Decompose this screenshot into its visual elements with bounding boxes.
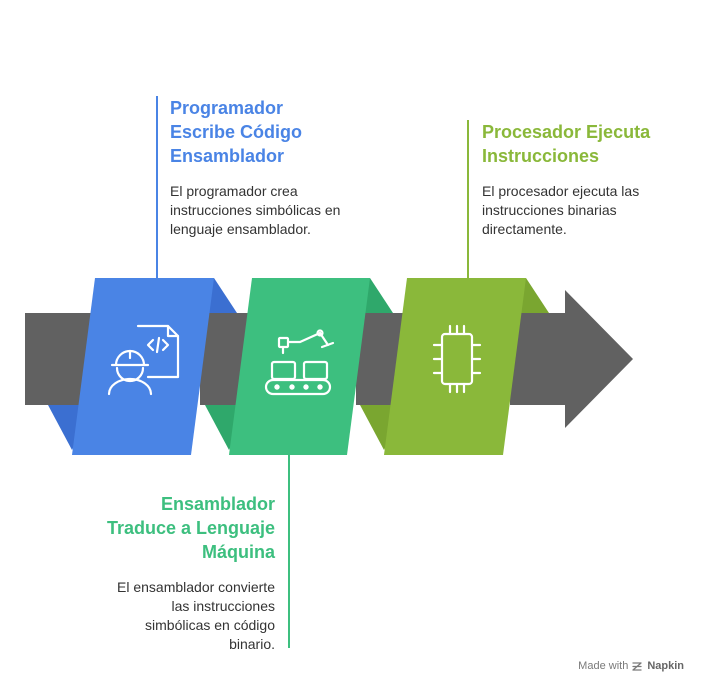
step-1-title-line: Programador — [170, 98, 284, 118]
step-1-description: El programador crea instrucciones simból… — [170, 182, 380, 239]
arrow-head — [510, 290, 633, 428]
step-1-title-line: Escribe Código — [170, 122, 303, 142]
step-2-title-line: Traduce a Lenguaje — [106, 518, 275, 538]
step-card-assembler — [205, 278, 393, 455]
step-3-desc-line: El procesador ejecuta las — [482, 183, 640, 199]
step-2-desc-line: binario. — [229, 636, 275, 652]
step-3-title-line: Instrucciones — [482, 146, 600, 166]
step-1-title-line: Ensamblador — [170, 146, 285, 166]
step-2-title: Ensamblador Traduce a Lenguaje Máquina — [60, 492, 275, 564]
step-2-desc-line: simbólicas en código — [145, 617, 275, 633]
step-1-desc-line: El programador crea — [170, 183, 298, 199]
step-2-desc-line: las instrucciones — [171, 598, 276, 614]
watermark-brand: Napkin — [647, 660, 684, 672]
step-3-desc-line: directamente. — [482, 221, 567, 237]
card-body — [72, 278, 214, 455]
step-1-title: Programador Escribe Código Ensamblador — [170, 96, 370, 168]
step-2-title-line: Máquina — [201, 542, 275, 562]
napkin-logo-icon — [632, 661, 642, 671]
napkin-watermark[interactable]: Made with Napkin — [578, 660, 684, 672]
step-3-title-line: Procesador Ejecuta — [482, 122, 651, 142]
step-2-desc-line: El ensamblador convierte — [117, 579, 275, 595]
cpu-chip-icon — [432, 324, 482, 394]
assembly-line-icon — [264, 329, 335, 396]
programmer-code-icon — [107, 324, 180, 396]
step-2-description: El ensamblador convierte las instruccion… — [80, 578, 275, 654]
card-body — [384, 278, 526, 455]
watermark-prefix: Made with — [578, 660, 629, 672]
step-2-title-line: Ensamblador — [160, 494, 275, 514]
step-1-desc-line: instrucciones simbólicas en — [170, 202, 341, 218]
step-3-desc-line: instrucciones binarias — [482, 202, 617, 218]
card-body — [229, 278, 370, 455]
step-card-processor — [360, 278, 549, 455]
step-3-description: El procesador ejecuta las instrucciones … — [482, 182, 682, 239]
step-card-programmer — [48, 278, 237, 455]
step-1-desc-line: lenguaje ensamblador. — [170, 221, 311, 237]
step-3-title: Procesador Ejecuta Instrucciones — [482, 120, 692, 168]
